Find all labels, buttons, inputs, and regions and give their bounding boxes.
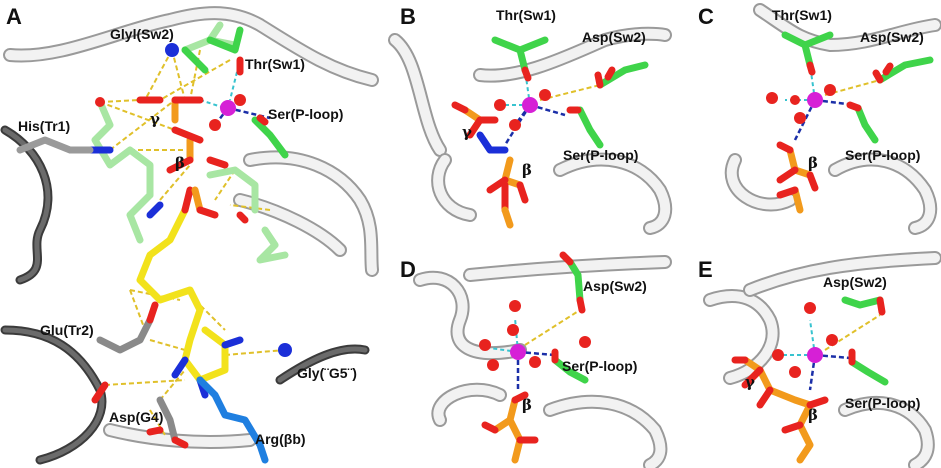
panel-b: B Thr(Sw1) Asp(Sw2) Ser(P-loop) γ β <box>388 4 673 235</box>
water-e-3 <box>789 366 801 378</box>
panel-letter-b: B <box>400 4 416 29</box>
label-thr-sw1-a: Thr(Sw1) <box>245 56 305 72</box>
label-ser-ploop-b: Ser(P-loop) <box>563 147 638 163</box>
water-d-4 <box>487 359 499 371</box>
magnesium-ion-d <box>510 344 526 360</box>
label-gamma-e: γ <box>745 373 755 391</box>
magnesium-ion-c <box>807 92 823 108</box>
label-arg-bb: Arg(βb) <box>255 431 306 447</box>
water-a-3 <box>95 97 105 107</box>
label-ser-ploop-d: Ser(P-loop) <box>562 358 637 374</box>
water-e-4 <box>826 334 838 346</box>
label-ser-ploop-e: Ser(P-loop) <box>845 395 920 411</box>
label-thr-sw1-b: Thr(Sw1) <box>496 7 556 23</box>
label-asp-sw2-e: Asp(Sw2) <box>823 274 887 290</box>
label-his-tr1: His(Tr1) <box>18 118 70 134</box>
label-beta-d: β <box>522 396 532 414</box>
water-d-3 <box>507 324 519 336</box>
water-b-1 <box>494 99 506 111</box>
panel-e: E Asp(Sw2) Ser(P-loop) γ β <box>698 251 941 468</box>
water-d-1 <box>509 300 521 312</box>
water-b-3 <box>539 89 551 101</box>
water-c-4 <box>790 95 800 105</box>
label-glyl-sw2: Glyl(Sw2) <box>110 26 174 42</box>
protein-residues-a <box>16 21 289 464</box>
label-beta-a: β <box>175 154 185 172</box>
panel-d: D Asp(Sw2) Ser(P-loop) β <box>400 251 672 468</box>
water-e-2 <box>772 349 784 361</box>
water-e-1 <box>804 302 816 314</box>
gly-g5-n-atom <box>278 343 292 357</box>
panel-letter-d: D <box>400 257 416 282</box>
water-d-5 <box>529 356 541 368</box>
label-thr-sw1-c: Thr(Sw1) <box>772 7 832 23</box>
panel-letter-e: E <box>698 257 713 282</box>
magnesium-ion-a <box>220 100 236 116</box>
panel-letter-a: A <box>6 4 22 29</box>
water-d-2 <box>479 339 491 351</box>
magnesium-ion-e <box>807 347 823 363</box>
magnesium-ion-b <box>522 97 538 113</box>
water-a-1 <box>234 94 246 106</box>
water-a-2 <box>209 119 221 131</box>
panel-a: A Glyl(Sw2) Thr(Sw1) His(Tr1) Ser(P-loop… <box>0 4 379 465</box>
water-c-1 <box>766 92 778 104</box>
ribbon-a-dark-left <box>0 125 53 285</box>
label-gly-g5: Gly(¨G5¨) <box>297 365 357 381</box>
label-beta-b: β <box>522 161 532 179</box>
water-c-3 <box>824 84 836 96</box>
glycine-n-atom <box>165 43 179 57</box>
label-gamma-b: γ <box>462 123 472 141</box>
panel-c: C Thr(Sw1) Asp(Sw2) Ser(P-loop) β <box>698 3 941 235</box>
ribbon-a-dark-bottom <box>0 325 107 465</box>
label-asp-sw2-c: Asp(Sw2) <box>860 29 924 45</box>
label-gamma-a: γ <box>150 110 160 128</box>
label-glu-tr2: Glu(Tr2) <box>40 322 94 338</box>
label-ser-ploop-a: Ser(P-loop) <box>268 106 343 122</box>
label-asp-g4: Asp(G4) <box>109 409 163 425</box>
ligand-a <box>136 96 244 399</box>
label-asp-sw2-b: Asp(Sw2) <box>582 29 646 45</box>
hbond-network-a <box>99 49 286 436</box>
water-b-2 <box>509 119 521 131</box>
panel-letter-c: C <box>698 4 714 29</box>
label-beta-c: β <box>808 154 818 172</box>
label-asp-sw2-d: Asp(Sw2) <box>583 278 647 294</box>
label-ser-ploop-c: Ser(P-loop) <box>845 147 920 163</box>
water-d-6 <box>579 336 591 348</box>
water-c-2 <box>794 112 806 124</box>
label-beta-e: β <box>808 406 818 424</box>
